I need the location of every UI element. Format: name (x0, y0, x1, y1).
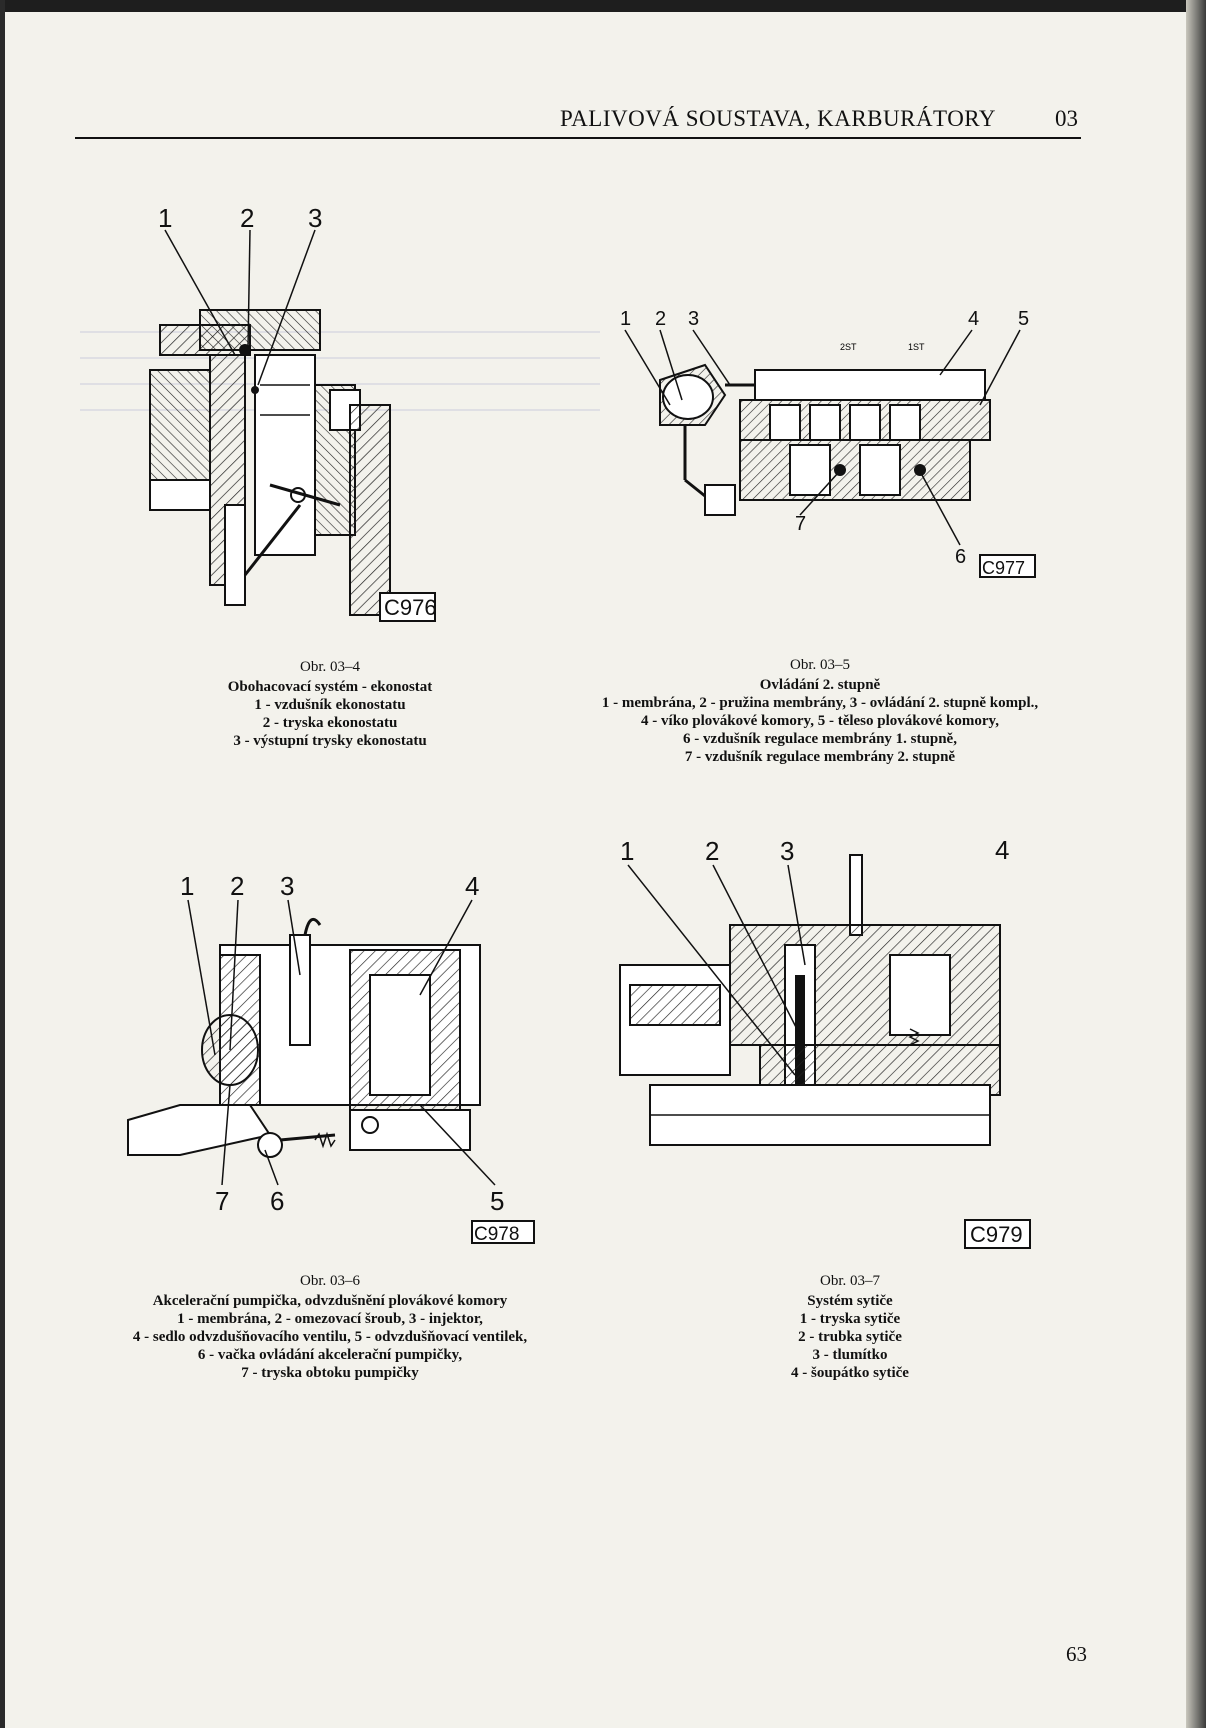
figure-03-7-number: Obr. 03–7 (820, 1273, 880, 1289)
figure-03-5-callout-2: 2 (655, 308, 666, 330)
figure-03-7-legend-4: 4 - šoupátko sytiče (791, 1365, 909, 1381)
figure-03-6-callout-3: 3 (280, 871, 294, 901)
figure-03-6-callout-4: 4 (465, 871, 479, 901)
running-header-title: PALIVOVÁ SOUSTAVA, KARBURÁTORY (560, 106, 996, 131)
figure-03-5-title: Ovládání 2. stupně (759, 677, 881, 693)
scan-right-edge (1186, 0, 1206, 1728)
figure-03-4-callout-1: 1 (158, 205, 172, 233)
figure-03-6-code: C978 (474, 1224, 519, 1245)
figure-03-4-legend-2: 2 - tryska ekonostatu (262, 715, 398, 731)
figure-03-6-callout-7: 7 (215, 1186, 229, 1216)
figure-03-6-callout-1: 1 (180, 871, 194, 901)
figure-03-5-code: C977 (982, 558, 1025, 578)
figure-03-5-callout-1: 1 (620, 308, 631, 330)
page-number: 63 (1066, 1642, 1087, 1666)
figure-03-5-label-2st: 2ST (840, 342, 857, 352)
figure-03-5-callout-5: 5 (1018, 308, 1029, 330)
figure-03-7-caption: Obr. 03–7 Systém sytiče 1 - tryska sytič… (720, 1272, 980, 1382)
figure-03-6-title: Akcelerační pumpička, odvzdušnění plovák… (152, 1293, 508, 1309)
figure-03-5-legend-2: 4 - víko plovákové komory, 5 - těleso pl… (641, 713, 999, 729)
figure-03-6-legend-3: 6 - vačka ovládání akcelerační pumpičky, (197, 1347, 463, 1363)
figure-03-5-legend-3: 6 - vzdušník regulace membrány 1. stupně… (683, 731, 957, 747)
figure-03-5-label-1st: 1ST (908, 342, 925, 352)
figure-03-4-callout-2: 2 (240, 205, 254, 233)
figure-03-5-legend-1: 1 - membrána, 2 - pružina membrány, 3 - … (601, 695, 1039, 711)
figure-03-7-drawing: 1 2 3 C979 (610, 835, 1040, 1255)
figure-03-6-legend-1: 1 - membrána, 2 - omezovací šroub, 3 - i… (177, 1311, 483, 1327)
figure-03-6-legend-4: 7 - tryska obtoku pumpičky (241, 1365, 419, 1381)
figure-03-4-legend-1: 1 - vzdušník ekonostatu (254, 697, 406, 713)
figure-03-4-caption: Obr. 03–4 Obohacovací systém - ekonostat… (180, 658, 480, 750)
figure-03-5-number: Obr. 03–5 (790, 657, 850, 673)
scan-top-edge (0, 0, 1206, 12)
figure-03-4-legend-3: 3 - výstupní trysky ekonostatu (233, 733, 427, 749)
figure-03-6-callout-6: 6 (270, 1186, 284, 1216)
figure-03-5-callout-7: 7 (795, 513, 806, 535)
figure-03-7-callout-1: 1 (620, 836, 634, 866)
figure-03-6-callout-5: 5 (490, 1186, 504, 1216)
figure-03-5-callout-6: 6 (955, 546, 966, 568)
figure-03-6-caption: Obr. 03–6 Akcelerační pumpička, odvzdušn… (80, 1272, 580, 1382)
figure-03-4-callout-3: 3 (308, 205, 322, 233)
figure-03-7-legend-3: 3 - tlumítko (812, 1347, 888, 1363)
figure-03-7-callout-2: 2 (705, 836, 719, 866)
figure-03-7-title: Systém sytiče (807, 1293, 893, 1309)
header-rule (75, 137, 1081, 139)
figure-03-5-callout-4: 4 (968, 308, 979, 330)
figure-03-6-number: Obr. 03–6 (300, 1273, 360, 1289)
figure-03-5-callout-3: 3 (688, 308, 699, 330)
figure-03-5-drawing: 1 2 3 4 5 6 7 2ST 1ST C977 (610, 305, 1040, 580)
figure-03-5-legend-4: 7 - vzdušník regulace membrány 2. stupně (684, 749, 956, 765)
figure-03-6-legend-2: 4 - sedlo odvzdušňovacího ventilu, 5 - o… (132, 1329, 528, 1345)
running-header-chapter: 03 (1055, 106, 1078, 131)
figure-03-4-number: Obr. 03–4 (300, 659, 360, 675)
scan-left-edge (0, 0, 5, 1728)
figure-03-4-code: C976 (384, 595, 437, 620)
figure-03-4-title: Obohacovací systém - ekonostat (227, 679, 433, 695)
figure-03-5-caption: Obr. 03–5 Ovládání 2. stupně 1 - membrán… (560, 656, 1080, 766)
figure-03-7-callout-4: 4 (995, 835, 1010, 865)
figure-03-6-drawing: 1 2 3 4 5 6 7 C978 (120, 855, 540, 1245)
figure-03-7-legend-2: 2 - trubka sytiče (798, 1329, 902, 1345)
figure-03-7-legend-1: 1 - tryska sytiče (799, 1311, 901, 1327)
figure-03-7-code: C979 (970, 1222, 1023, 1247)
figure-03-6-callout-2: 2 (230, 871, 244, 901)
figure-03-4-drawing: 1 2 3 C976 (140, 205, 460, 625)
figure-03-7-callout-3: 3 (780, 836, 794, 866)
